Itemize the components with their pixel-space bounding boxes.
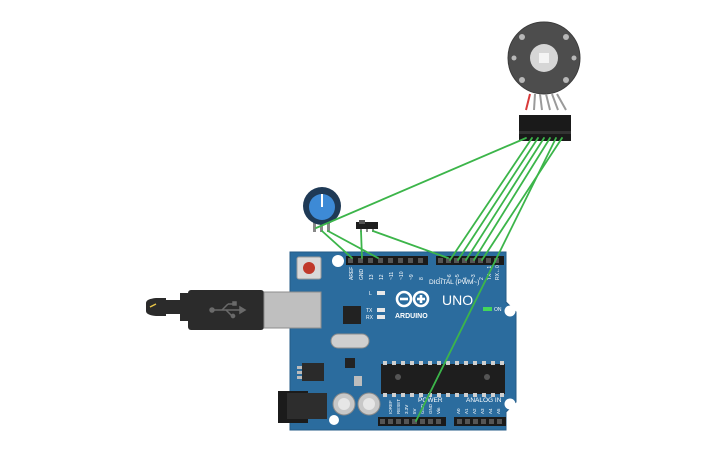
pin-label: IOREF	[388, 400, 393, 414]
wire[interactable]	[457, 137, 539, 261]
crystal-oscillator	[330, 333, 370, 349]
pin-label: A5	[496, 408, 501, 414]
slide-switch[interactable]	[356, 220, 378, 232]
pin-label: 2	[479, 277, 485, 280]
wire[interactable]	[415, 137, 557, 422]
analog-header-pins	[457, 419, 502, 424]
pin-label: AREF	[349, 267, 355, 280]
wire[interactable]	[321, 230, 353, 259]
led-l-label: L	[369, 291, 372, 297]
smd-part	[354, 376, 362, 386]
led-tx-label: TX	[366, 308, 373, 314]
stepper-motor[interactable]	[507, 21, 581, 141]
wire[interactable]	[327, 230, 379, 259]
mounting-hole	[504, 305, 516, 317]
usb-chip	[343, 306, 361, 324]
mounting-hole	[504, 398, 516, 410]
wires	[315, 137, 563, 422]
pin-label: A2	[472, 408, 477, 414]
analog-in-label: ANALOG IN	[466, 397, 502, 404]
electrolytic-capacitors	[332, 392, 381, 416]
pin-label: 8	[419, 277, 425, 280]
header-pins-left	[348, 258, 423, 263]
arduino-infinity-logo	[395, 290, 430, 308]
pin-label: 12	[379, 274, 385, 280]
wire[interactable]	[473, 137, 551, 261]
usb-port	[263, 291, 322, 329]
pin-label: 3.3V	[404, 405, 409, 414]
pin-label: 13	[369, 274, 375, 280]
smd-part	[345, 358, 355, 368]
voltage-regulator	[297, 363, 324, 381]
power-header-pins	[380, 419, 441, 424]
pin-label: ~11	[389, 272, 395, 280]
motor-shaft	[539, 53, 549, 63]
analog-header	[454, 417, 506, 426]
pin-label: RESET	[396, 399, 401, 414]
mounting-hole	[329, 415, 339, 425]
pin-label: 7	[439, 277, 445, 280]
pin-label: A3	[480, 408, 485, 414]
motor-connector	[519, 115, 571, 141]
model-label: UNO	[442, 292, 473, 308]
pin-label: ~3	[471, 274, 477, 280]
potentiometer[interactable]	[303, 187, 341, 232]
pin-label: ~5	[455, 274, 461, 280]
pin-label: A4	[488, 408, 493, 414]
pin-label: A0	[456, 408, 461, 414]
wire[interactable]	[360, 230, 363, 259]
motor-leads	[525, 93, 567, 111]
header-pins-right	[438, 258, 499, 263]
mounting-hole	[332, 255, 344, 267]
potentiometer-knob[interactable]	[309, 194, 335, 220]
pin-label: GND	[428, 403, 433, 414]
power-label: POWER	[418, 397, 443, 404]
brand-label: ARDUINO	[395, 313, 428, 320]
pin-label: ~9	[409, 274, 415, 280]
pin-label: ~6	[447, 274, 453, 280]
pin-label: GND	[359, 269, 365, 281]
atmega-microcontroller	[381, 361, 505, 397]
pin-label: A1	[464, 408, 469, 414]
pin-label: ~10	[399, 271, 405, 280]
arduino-uno-board[interactable]: AREF GND 13 12 ~11 ~10 ~9 8 7 ~6 ~5 4 ~3…	[278, 251, 517, 431]
digital-header-left	[346, 256, 428, 265]
onboard-leds: L TX RX	[366, 291, 385, 321]
usb-cable[interactable]	[146, 290, 322, 330]
wire[interactable]	[315, 137, 527, 229]
on-led	[483, 307, 492, 311]
wire[interactable]	[449, 137, 533, 261]
on-label: ON	[494, 307, 502, 313]
wire[interactable]	[481, 137, 563, 261]
pin-label: Vin	[436, 407, 441, 414]
motor-screws	[511, 34, 577, 83]
wire[interactable]	[465, 137, 545, 261]
reset-button-icon[interactable]	[296, 256, 322, 280]
usb-icon	[209, 301, 247, 319]
digital-pwm-label: DIGITAL (PWM~)	[429, 279, 479, 286]
pin-label: RX←0	[495, 265, 501, 280]
motor-connector-edge	[519, 131, 571, 134]
led-rx-label: RX	[366, 315, 374, 321]
pin-label: 5V	[412, 408, 417, 414]
wire[interactable]	[372, 230, 449, 259]
pin-label: 4	[463, 277, 469, 280]
dc-power-jack	[278, 391, 327, 423]
